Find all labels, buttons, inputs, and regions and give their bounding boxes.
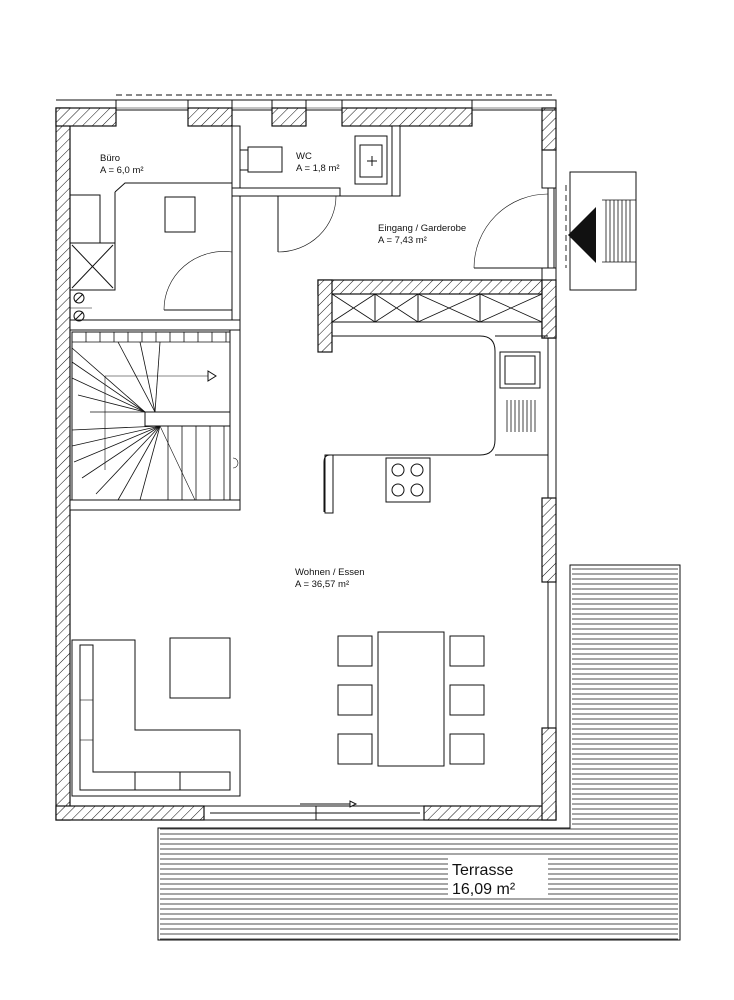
room-area: A = 36,57 m²	[295, 579, 349, 590]
room-name: Wohnen / Essen	[295, 567, 365, 578]
wc-fixtures	[239, 135, 388, 185]
entrance-door[interactable]	[473, 193, 549, 269]
room-name: Eingang / Garderobe	[378, 223, 466, 234]
terrace	[157, 564, 681, 941]
room-name: Büro	[100, 153, 120, 164]
office-furniture	[70, 182, 232, 322]
room-area: 16,09 m²	[452, 881, 516, 898]
room-area: A = 7,43 m²	[378, 235, 427, 246]
terrace-door[interactable]	[203, 800, 425, 821]
wardrobe	[317, 279, 557, 353]
wc-door[interactable]	[277, 195, 337, 253]
room-label-wc: WC A = 1,8 m²	[296, 151, 340, 174]
entrance-steps	[568, 171, 637, 291]
room-label-buero: Büro A = 6,0 m²	[100, 153, 144, 176]
sofa	[71, 639, 241, 797]
entrance-arrow-icon	[568, 207, 596, 263]
kitchen	[323, 335, 548, 514]
staircase	[71, 331, 239, 501]
dining-set	[337, 631, 485, 767]
room-label-wohnen: Wohnen / Essen A = 36,57 m²	[295, 567, 365, 590]
room-area: A = 1,8 m²	[296, 163, 340, 174]
terrace-decking	[160, 568, 678, 940]
office-door[interactable]	[163, 250, 233, 311]
room-name: Terrasse	[452, 862, 513, 879]
outer-walls	[55, 107, 557, 821]
room-label-eingang: Eingang / Garderobe A = 7,43 m²	[378, 223, 466, 246]
coffee-table	[169, 637, 231, 699]
interior-walls	[69, 125, 401, 511]
right-windows	[541, 108, 557, 820]
room-label-terrasse: Terrasse 16,09 m²	[448, 857, 548, 898]
top-windows	[56, 99, 557, 111]
room-area: A = 6,0 m²	[100, 165, 144, 176]
room-name: WC	[296, 151, 312, 162]
